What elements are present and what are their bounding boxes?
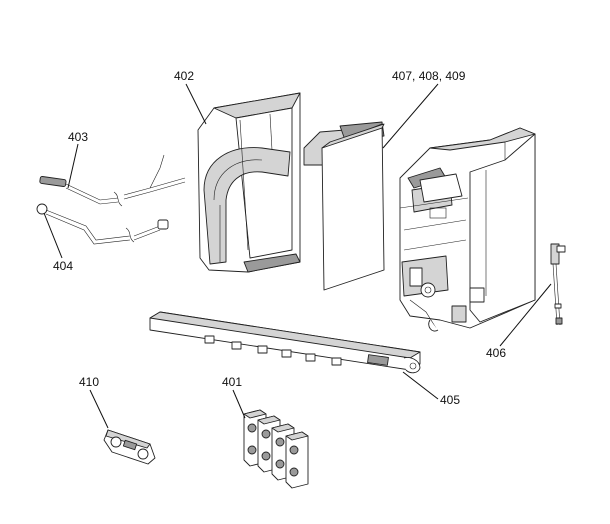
part-labels: 402 403 404 407, 408, 409 406 405 410 40… — [53, 69, 506, 407]
label-405: 405 — [440, 393, 460, 407]
control-box-assembly — [399, 127, 536, 332]
rail-tab — [331, 357, 342, 366]
label-404: 404 — [53, 259, 73, 273]
part-405-rail — [149, 311, 421, 374]
rail-tab — [257, 345, 268, 354]
leader-lines — [43, 83, 552, 429]
label-401: 401 — [222, 375, 242, 389]
label-406: 406 — [486, 346, 506, 360]
rail-tab — [281, 349, 292, 358]
terminal-block — [285, 431, 309, 489]
rail-tab — [204, 335, 215, 344]
label-407-408-409: 407, 408, 409 — [392, 69, 466, 83]
label-403: 403 — [68, 130, 88, 144]
part-406-switch — [550, 243, 566, 326]
rail-tab — [305, 353, 316, 362]
part-403-sensor — [39, 154, 186, 207]
part-401-terminal-blocks — [243, 409, 309, 489]
part-404-probe — [36, 203, 169, 245]
rail-tab — [231, 341, 242, 350]
part-410-bracket — [103, 429, 156, 465]
part-407-408-409-panel — [303, 121, 385, 291]
part-402-air-guide — [197, 92, 301, 273]
label-410: 410 — [79, 375, 99, 389]
label-402: 402 — [174, 69, 194, 83]
